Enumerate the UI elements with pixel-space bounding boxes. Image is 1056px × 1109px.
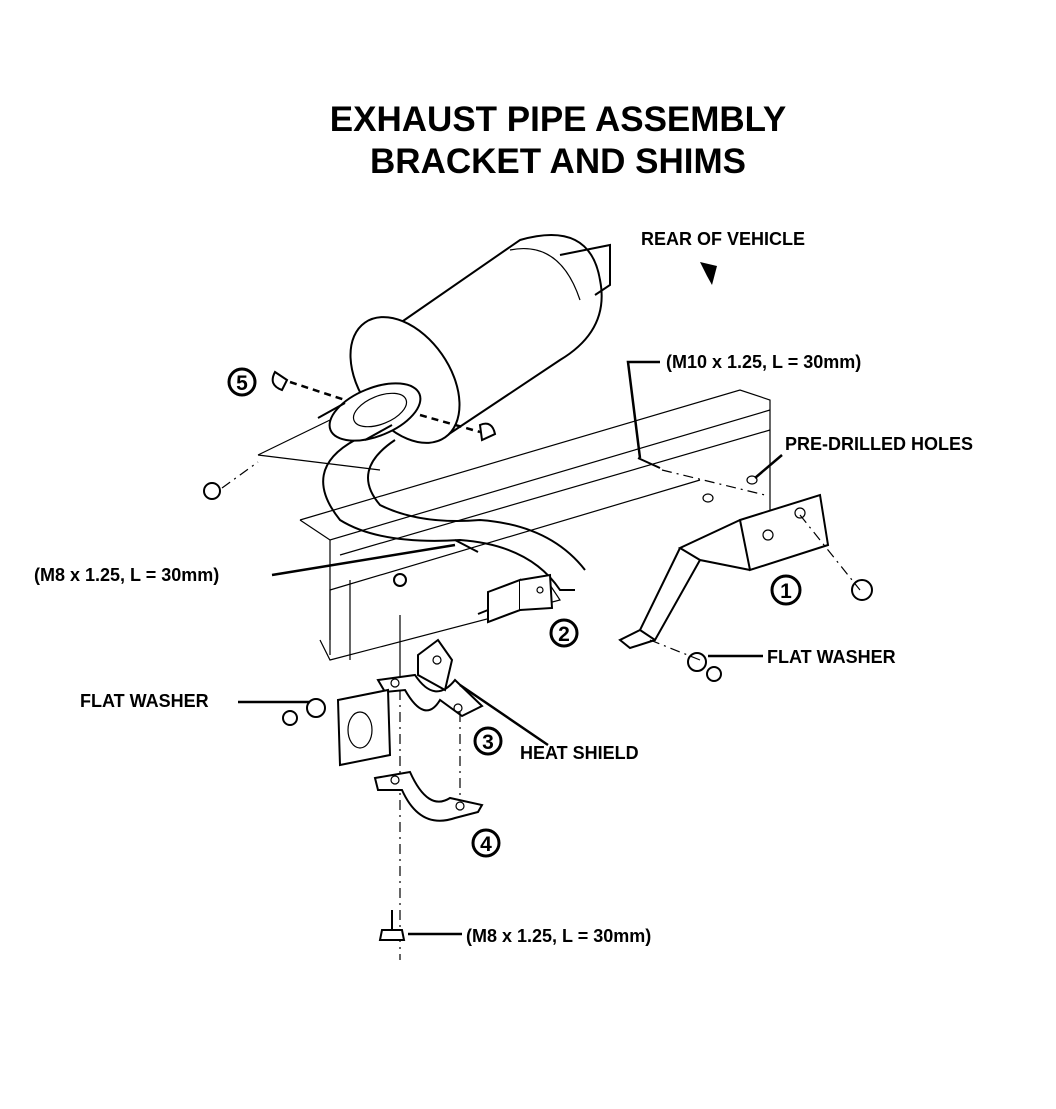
flat-washer-left-label: FLAT WASHER [80, 691, 209, 711]
pre-drilled-holes-label: PRE-DRILLED HOLES [785, 434, 973, 454]
clamp-part-4 [373, 770, 484, 822]
bottom-bolt [378, 910, 406, 941]
callout-5: 5 [236, 372, 248, 395]
heat-shield-label: HEAT SHIELD [520, 743, 639, 763]
title-line-1: EXHAUST PIPE ASSEMBLY [330, 100, 786, 139]
flange-studs [203, 370, 497, 500]
m10-bolt-icon [637, 457, 661, 469]
flat-washer-right-label: FLAT WASHER [767, 647, 896, 667]
callout-1: 1 [780, 580, 792, 603]
rubber-block [336, 688, 392, 767]
flange-nut-icon [203, 482, 221, 500]
flat-washer-right-icon [687, 652, 707, 672]
washer-nut-right-icon [706, 666, 722, 682]
retaining-clip-right-icon [478, 422, 497, 442]
exhaust-pipe [257, 382, 586, 591]
bolt-m8-bottom-label: (M8 x 1.25, L = 30mm) [466, 926, 651, 946]
title-line-2: BRACKET AND SHIMS [370, 142, 746, 181]
callout-4: 4 [480, 833, 492, 856]
callout-2-circle [549, 618, 579, 648]
retaining-clip-left-icon [271, 370, 289, 392]
clamp-part-3 [376, 638, 484, 960]
frame-nut-icon [393, 573, 407, 587]
callout-1-circle [770, 574, 802, 606]
callout-2: 2 [558, 623, 570, 646]
rear-of-vehicle-label: REAR OF VEHICLE [641, 229, 805, 249]
frame-rail [299, 389, 771, 690]
callout-5-circle [227, 367, 257, 397]
callout-3-circle [473, 726, 503, 756]
flat-washer-left-icon [306, 698, 326, 718]
washer-nut-left-icon [282, 710, 298, 726]
isolator-part-2 [477, 573, 554, 624]
callout-4-circle [471, 828, 501, 858]
bolt-m10-label: (M10 x 1.25, L = 30mm) [666, 352, 861, 372]
bracket-nut-icon [851, 579, 873, 601]
bracket-part-1 [618, 493, 873, 650]
m8-bolt-left-icon [454, 539, 479, 553]
callout-3: 3 [482, 731, 494, 754]
bolt-m8-left-label: (M8 x 1.25, L = 30mm) [34, 565, 219, 585]
rear-direction-arrow-icon [700, 262, 717, 285]
